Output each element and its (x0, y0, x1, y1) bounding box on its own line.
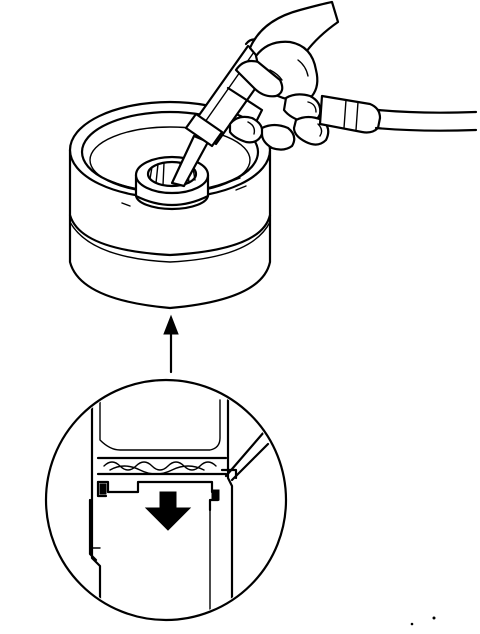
hose-fitting-ring-2 (355, 101, 359, 131)
hand-finger-4 (260, 123, 296, 151)
drum-slot (121, 202, 131, 207)
nozzle-lever (226, 86, 264, 124)
air-hose (318, 94, 478, 134)
hose-upper (376, 108, 478, 114)
hand-thumb (234, 59, 284, 98)
callout-arrow-head (163, 314, 179, 335)
drum-groove (69, 221, 271, 263)
air-passage-line-1 (224, 430, 266, 478)
hand-crease-2 (297, 59, 309, 77)
detail-callout (44, 378, 288, 622)
hand-nail-1 (307, 101, 317, 113)
hand-nail-3 (247, 121, 256, 135)
seal-left (99, 483, 107, 495)
hose-fitting (318, 94, 382, 134)
drum-notch (235, 185, 247, 191)
hand-nail-2 (317, 123, 323, 137)
hand-crease-1 (269, 69, 283, 81)
hand (228, 0, 340, 151)
piston-step (96, 480, 108, 498)
clutch-drum (68, 100, 272, 310)
detail-section (88, 398, 270, 618)
section-inner-hub (88, 498, 98, 562)
nozzle-collar (184, 112, 224, 148)
print-specks (410, 616, 436, 626)
hub-bore (146, 160, 198, 188)
air-passage-line-2 (230, 442, 270, 482)
seal-right (211, 489, 220, 501)
section-left-inner (99, 399, 221, 451)
hose-fitting-ring-1 (343, 99, 347, 129)
callout-arrow (163, 314, 179, 374)
clutch-plate-wave-2 (109, 465, 205, 475)
section-right-wall (226, 398, 234, 618)
piston-movement-arrow (144, 491, 192, 531)
hose-lower (374, 126, 478, 132)
